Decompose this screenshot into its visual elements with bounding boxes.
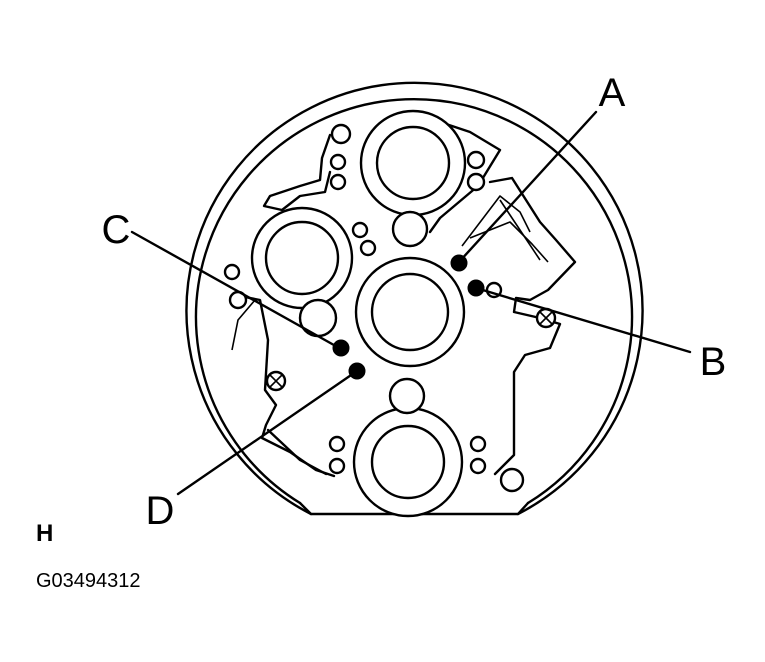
callout-a: A [599, 71, 626, 115]
callout-b: B [700, 340, 727, 384]
callout-d: D [146, 489, 175, 533]
leader-lines [130, 110, 692, 496]
leader-a [457, 110, 598, 264]
screw-icon [265, 307, 557, 392]
figure-code: G03494312 [36, 570, 141, 592]
gear-bottom [352, 406, 464, 518]
leader-c [130, 230, 343, 351]
gear-top [359, 109, 467, 217]
leader-d [176, 369, 359, 496]
callout-c: C [102, 208, 131, 252]
point-c [332, 339, 350, 357]
point-a [450, 254, 468, 272]
point-d [348, 362, 366, 380]
view-letter: H [36, 520, 53, 547]
gear-center [354, 256, 466, 368]
leader-b [474, 286, 692, 354]
check-points [332, 254, 485, 380]
gear-left [250, 206, 354, 310]
small-pins [223, 123, 525, 493]
point-b [467, 279, 485, 297]
inner-chamber [231, 120, 577, 478]
